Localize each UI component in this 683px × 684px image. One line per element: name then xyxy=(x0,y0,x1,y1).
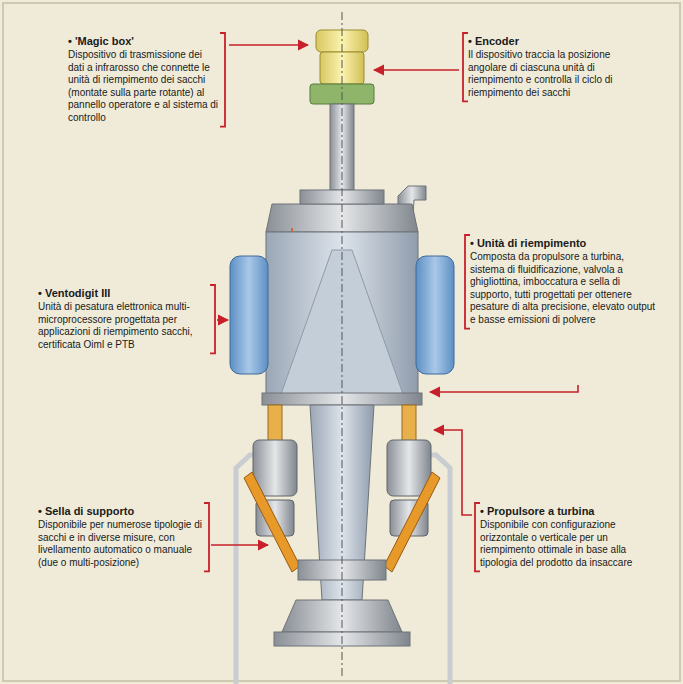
callout-brackets xyxy=(204,33,480,571)
saddle-right xyxy=(384,472,440,572)
callout-bracket xyxy=(204,503,209,571)
callout-heading: • Propulsore a turbina xyxy=(480,504,660,518)
leader-line xyxy=(229,44,308,46)
callout-bracket xyxy=(220,33,225,127)
callout-body: Il dispositivo traccia la posizione ango… xyxy=(468,49,646,99)
leader-line xyxy=(211,544,268,546)
ventodigit-left xyxy=(230,256,268,374)
callout-bracket xyxy=(463,33,468,101)
callout-body: Disponibile per numerose tipologie di sa… xyxy=(38,519,204,569)
leader-line xyxy=(430,385,578,392)
callout-body: Unità di pesatura elettronica multi-micr… xyxy=(38,301,210,351)
rotation-axis xyxy=(342,12,343,676)
callout-body: Disponibile con configurazione orizzonta… xyxy=(480,519,660,569)
callout-box: • 'Magic box'Dispositivo di trasmissione… xyxy=(68,34,220,125)
ventodigit-right xyxy=(416,256,454,374)
callout-box: • Sella di supportoDisponibile per numer… xyxy=(38,504,204,569)
callout-heading: • Encoder xyxy=(468,34,646,48)
callout-box: • EncoderIl dispositivo traccia la posiz… xyxy=(468,34,646,99)
callout-box: • Propulsore a turbinaDisponibile con co… xyxy=(480,504,660,569)
callout-box: • Unità di riempimentoComposta da propul… xyxy=(470,236,656,327)
callout-box: • Ventodigit IIIUnità di pesatura elettr… xyxy=(38,286,210,351)
callout-bracket xyxy=(475,503,480,571)
frame-border xyxy=(3,3,680,681)
leader-line xyxy=(434,430,472,515)
callout-heading: • 'Magic box' xyxy=(68,34,220,48)
callout-bracket xyxy=(465,235,470,329)
callout-bracket xyxy=(210,285,215,353)
callout-body: Dispositivo di trasmissione dei dati a i… xyxy=(68,49,220,125)
callout-body: Composta da propulsore a turbina, sistem… xyxy=(470,251,656,327)
leader-line xyxy=(374,69,459,71)
leader-line xyxy=(217,319,228,321)
callout-heading: • Ventodigit III xyxy=(38,286,210,300)
saddle-left xyxy=(244,472,300,572)
callout-heading: • Sella di supporto xyxy=(38,504,204,518)
callout-heading: • Unità di riempimento xyxy=(470,236,656,250)
